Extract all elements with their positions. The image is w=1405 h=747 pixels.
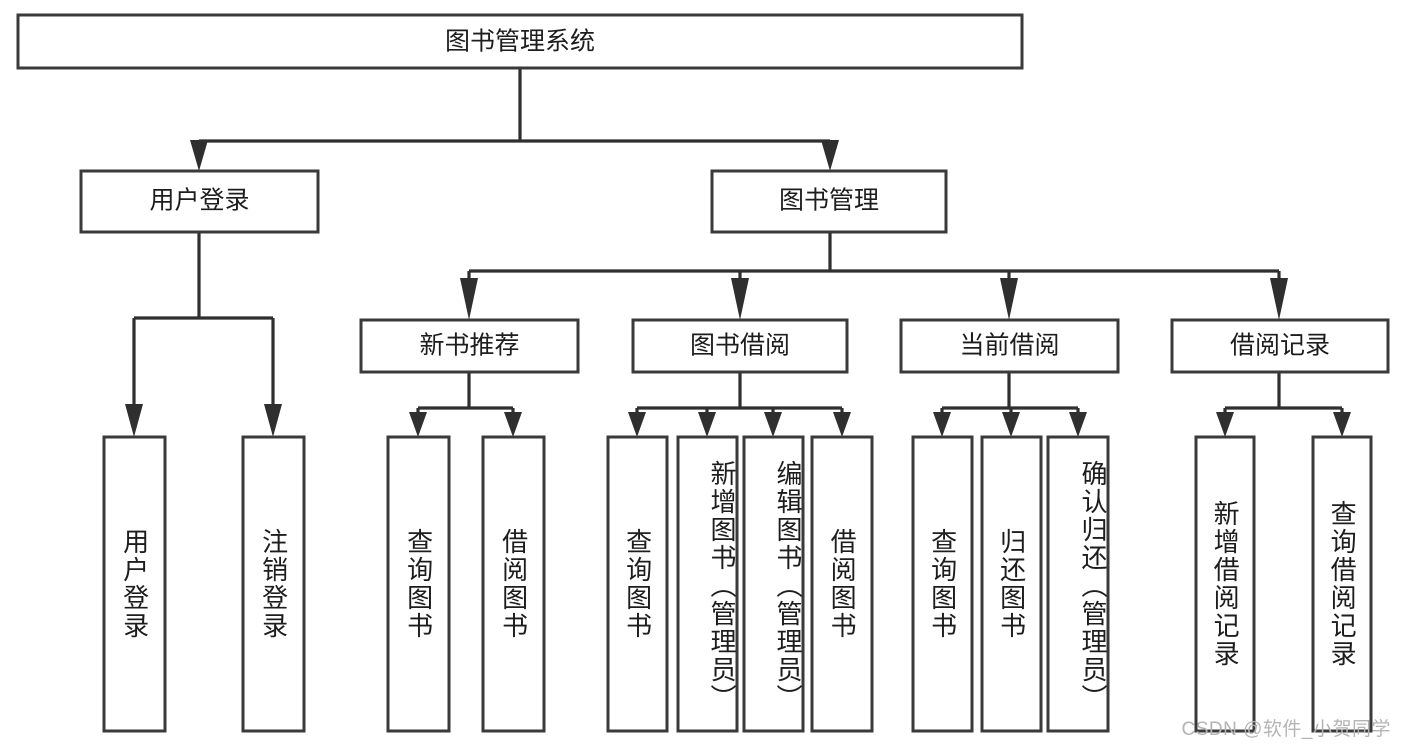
arrowhead-leaf-query-book-3 <box>933 412 951 437</box>
arrowhead-leaf-query-record <box>1333 412 1351 437</box>
node-leaf-return-book[interactable] <box>980 435 1043 733</box>
arrowhead-leaf-borrow-book-1 <box>504 412 522 437</box>
node-root-label: 图书管理系统 <box>445 28 595 56</box>
node-leaf-confirm-return[interactable] <box>1046 435 1110 733</box>
arrowhead-leaf-confirm-return <box>1069 412 1087 437</box>
arrowhead-leaf-return-book <box>1002 412 1020 437</box>
node-borrow-record[interactable] <box>1170 318 1390 374</box>
connector-layer <box>125 68 1351 437</box>
node-leaf-add-record[interactable] <box>1194 435 1256 733</box>
node-leaf-logout[interactable] <box>241 435 306 733</box>
node-leaf-query-book-3[interactable] <box>911 435 974 733</box>
node-leaf-borrow-book-2[interactable] <box>810 435 874 733</box>
arrowhead-leaf-query-book-1 <box>409 412 427 437</box>
node-user-login[interactable] <box>79 169 320 234</box>
node-book-management[interactable] <box>710 169 948 234</box>
node-borrow-record-label: 借阅记录 <box>1230 332 1330 360</box>
arrowhead-book-management <box>821 140 839 171</box>
csdn-watermark: CSDN @软件_小贺同学 <box>1181 719 1391 740</box>
arrowhead-new-book-recommend <box>460 278 478 320</box>
node-book-borrow[interactable] <box>631 318 849 374</box>
arrowhead-borrow-record <box>1270 278 1288 320</box>
node-leaf-user-login[interactable] <box>102 435 167 733</box>
node-new-book-recommend[interactable] <box>359 318 580 374</box>
node-leaf-query-book-1[interactable] <box>386 435 451 733</box>
node-user-login-label: 用户登录 <box>149 187 249 215</box>
node-leaf-query-book-2[interactable] <box>606 435 669 733</box>
node-leaf-add-book[interactable] <box>676 435 739 733</box>
node-box-layer: 图书管理系统 用户登录 图书管理 新书推荐 图书借阅 当前借阅 借阅记录 <box>16 13 1390 733</box>
node-book-borrow-label: 图书借阅 <box>690 332 790 360</box>
arrowhead-leaf-query-book-2 <box>628 412 646 437</box>
node-new-book-recommend-label: 新书推荐 <box>419 332 519 360</box>
node-root[interactable] <box>16 13 1024 70</box>
arrowhead-user-login <box>190 140 208 171</box>
arrowhead-leaf-borrow-book-2 <box>833 412 851 437</box>
arrowhead-leaf-add-record <box>1216 412 1234 437</box>
node-leaf-query-record[interactable] <box>1311 435 1373 733</box>
arrowhead-leaf-user-login <box>125 404 143 437</box>
node-leaf-borrow-book-1[interactable] <box>481 435 546 733</box>
arrowhead-leaf-logout <box>264 404 282 437</box>
arrowhead-current-borrow <box>1000 278 1018 320</box>
arrowhead-leaf-add-book <box>698 412 716 437</box>
node-current-borrow[interactable] <box>899 318 1120 374</box>
node-leaf-edit-book[interactable] <box>742 435 805 733</box>
arrowhead-leaf-edit-book <box>764 412 782 437</box>
arrowhead-book-borrow <box>731 278 749 320</box>
node-current-borrow-label: 当前借阅 <box>959 332 1059 360</box>
node-book-management-label: 图书管理 <box>779 187 879 215</box>
